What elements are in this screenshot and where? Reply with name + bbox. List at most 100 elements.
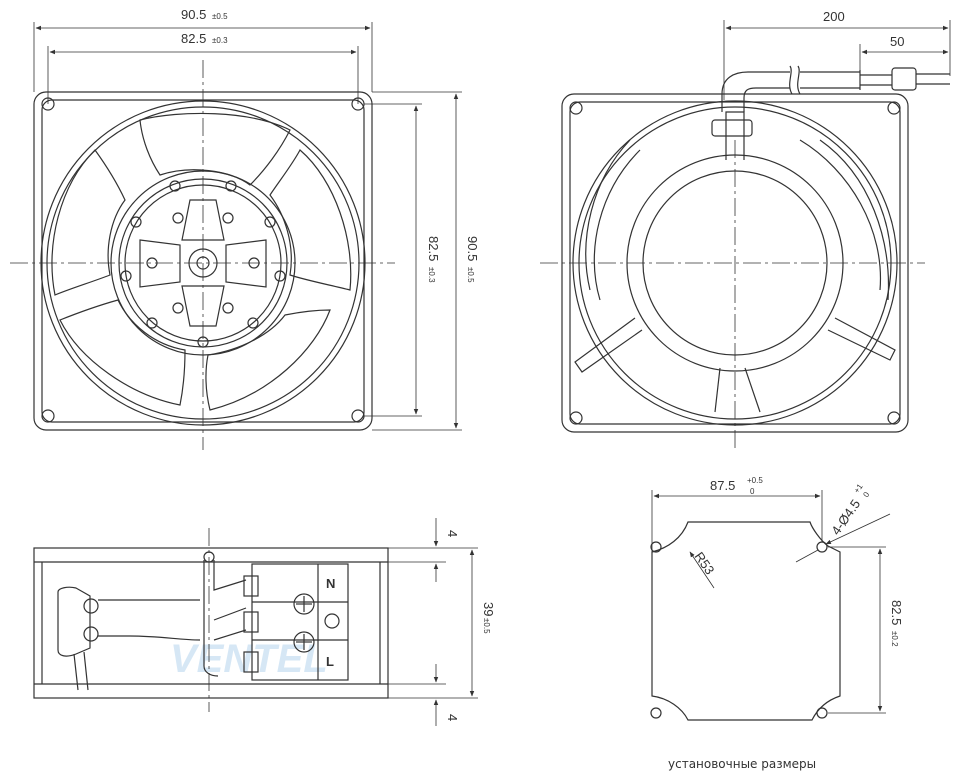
front-blade [51,149,126,296]
dim-cutout-tol-lower: 0 [750,487,755,496]
dim-outer-width: 90.5 [181,7,206,22]
dim-cable-length: 200 [823,9,845,24]
front-mount-hole-br [351,409,365,423]
rear-cable-terminal [891,67,917,91]
mounting-hole-tr [816,541,828,553]
side-ground-symbol [324,613,340,629]
front-blade [59,299,186,406]
dim-vertical-hole-spacing-tol: ±0.3 [427,267,436,283]
rear-blade [799,139,882,291]
mounting-caption: установочные размеры [668,757,816,771]
side-watermark: VENTEL [170,637,328,681]
rear-blade [819,139,890,301]
rear-blade [714,367,721,413]
front-hub-hole [222,302,234,314]
rear-mount-hole-tl [569,101,583,115]
mounting-cutout [650,521,841,721]
side-gland-screw [83,626,99,642]
rear-cable-break [789,65,793,95]
front-hub-segment [139,239,181,288]
side-frame [33,547,389,699]
dim-bottom-flange: 4 [445,714,460,721]
side-terminal-crimp [243,575,259,597]
side-terminal-crimp [243,611,259,633]
front-hub-screw [169,180,181,192]
front-hub-segment [225,239,267,288]
front-mount-hole-bl [41,409,55,423]
front-blade [205,309,331,411]
side-terminal-crimp [243,651,259,673]
dim-vertical-hole-spacing: 82.5 [426,236,441,261]
dim-radius: R53 [692,549,718,577]
mounting-dimensions [651,490,891,714]
front-dimensions [33,22,462,431]
front-hub-screw [130,216,142,228]
rear-cable-bend [743,87,790,112]
mounting-cutout-outline [651,521,841,721]
side-dimension-labels: 4 39 ±0.5 4 [445,530,496,721]
side-lead-wire [213,629,247,641]
dim-outer-height: 90.5 [465,236,480,261]
side-terminal-screw [293,631,315,653]
front-hub-hole [172,302,184,314]
rear-mount-hole-br [887,411,901,425]
front-dimension-labels: 90.5 ±0.5 82.5 ±0.3 82.5 ±0.3 90.5 ±0.5 [181,7,480,283]
front-hub-screw [225,180,237,192]
side-view: VENTEL [33,528,389,712]
rear-dimensions [723,20,951,100]
mounting-dimension-labels: 87.5 +0.5 0 4-Ø4.5 +1 0 R53 82.5 ±0.2 ус… [668,476,904,771]
front-hub-hole [222,212,234,224]
front-hub-screw [146,317,158,329]
side-lead-wire [203,560,219,677]
front-hub-segment [181,285,225,327]
mounting-hole-bl [650,707,662,719]
rear-mount-hole-bl [569,411,583,425]
side-gland-screw [83,598,99,614]
dim-holes-leader [825,513,891,545]
dim-depth-tol: ±0.5 [482,618,491,634]
rear-cable-bend [721,71,790,112]
side-terminal-screw [293,593,315,615]
front-hub-screw [264,216,276,228]
front-hub-screw [120,270,132,282]
rear-view [540,65,950,450]
front-hub-screw [247,317,259,329]
rear-dimension-labels: 200 50 [823,9,904,49]
rear-mount-hole-tr [887,101,901,115]
dim-mount-spacing: 82.5 [889,600,904,625]
rear-blade [585,139,631,291]
side-wire [98,635,201,641]
rear-cable-break [797,65,801,95]
rear-strut [574,317,643,373]
dim-strip-length: 50 [890,34,904,49]
dim-mount-spacing-tol: ±0.2 [890,631,899,647]
rear-strut [827,317,896,361]
dim-cutout-width: 87.5 [710,478,735,493]
front-blade [139,112,291,186]
mounting-hole-br [816,707,828,719]
front-hub-screw [274,270,286,282]
side-dimensions [388,518,478,726]
rear-blade [593,149,641,301]
front-view [10,60,395,450]
dim-depth: 39 [481,602,496,616]
dim-holes-tol-lower: 0 [861,490,871,499]
side-lead-wire [213,607,247,621]
dim-top-flange: 4 [445,530,460,537]
terminal-label-l: L [326,654,334,669]
dim-hole-spacing-tol: ±0.3 [212,36,228,45]
dim-cutout-tol-upper: +0.5 [747,476,763,485]
side-terminal-block [251,563,349,681]
front-hub-segment [181,199,225,241]
dim-radius-leader [689,551,715,589]
mounting-hole-tl [650,541,662,553]
dim-outer-height-tol: ±0.5 [466,267,475,283]
side-lead-wire [213,560,247,591]
dim-outer-width-tol: ±0.5 [212,12,228,21]
side-cable-gland [57,586,91,657]
dim-hole-spacing: 82.5 [181,31,206,46]
rear-cable-clamp [711,119,753,137]
dim-holes: 4-Ø4.5 [828,497,863,538]
front-blade [269,149,352,291]
